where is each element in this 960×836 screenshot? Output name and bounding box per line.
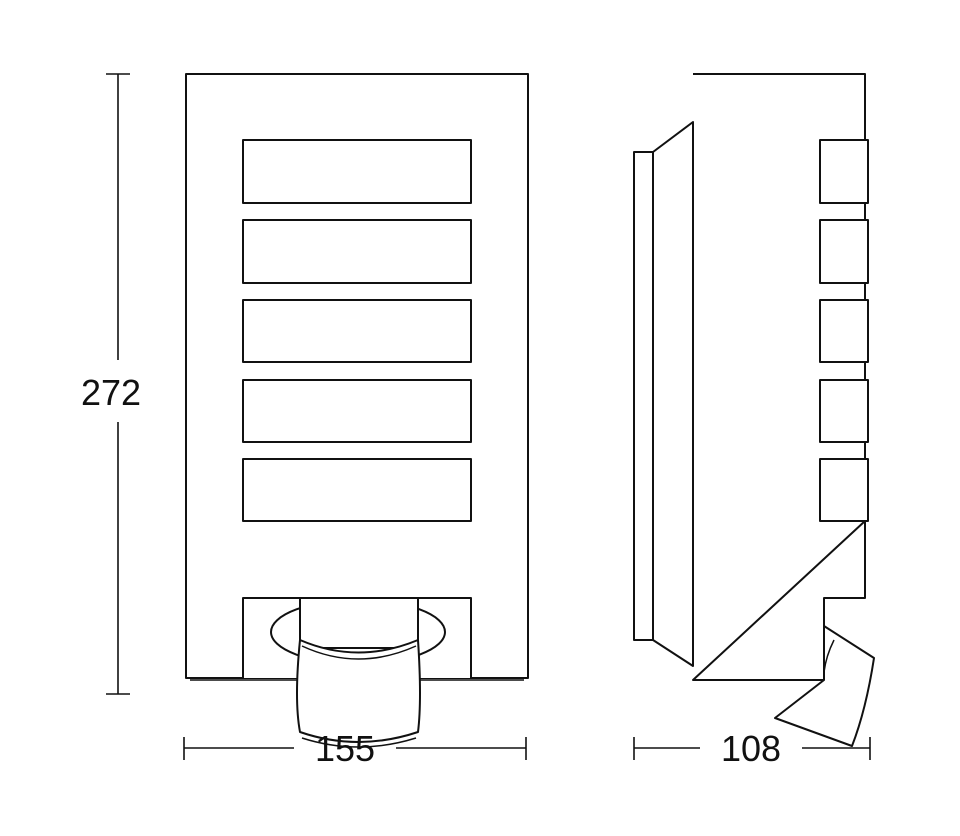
side-slat-1	[819, 139, 869, 204]
front-slat-2	[242, 219, 472, 284]
side-slat-2	[819, 219, 869, 284]
height-dimension: 272	[81, 73, 141, 695]
front-view	[185, 73, 529, 748]
front-slat-5	[242, 458, 472, 522]
side-motion-sensor	[774, 625, 875, 747]
sensor-rim	[301, 645, 417, 660]
depth-dimension: 108	[633, 728, 871, 769]
side-slat-5	[819, 458, 869, 522]
front-slat-4	[242, 379, 472, 443]
mount-bevel	[652, 121, 694, 667]
width-label: 155	[315, 728, 375, 769]
front-slat-3	[242, 299, 472, 363]
side-slat-3	[819, 299, 869, 363]
width-dimension: 155	[183, 728, 527, 769]
motion-sensor	[296, 639, 421, 743]
height-label: 272	[81, 372, 141, 413]
sensor-joint	[823, 639, 835, 673]
sensor-bottom-rim	[301, 737, 417, 748]
sensor-column	[299, 597, 419, 649]
side-slat-4	[819, 379, 869, 443]
depth-label: 108	[721, 728, 781, 769]
side-view	[633, 73, 875, 747]
front-slat-1	[242, 139, 472, 204]
wall-plate	[633, 151, 654, 641]
